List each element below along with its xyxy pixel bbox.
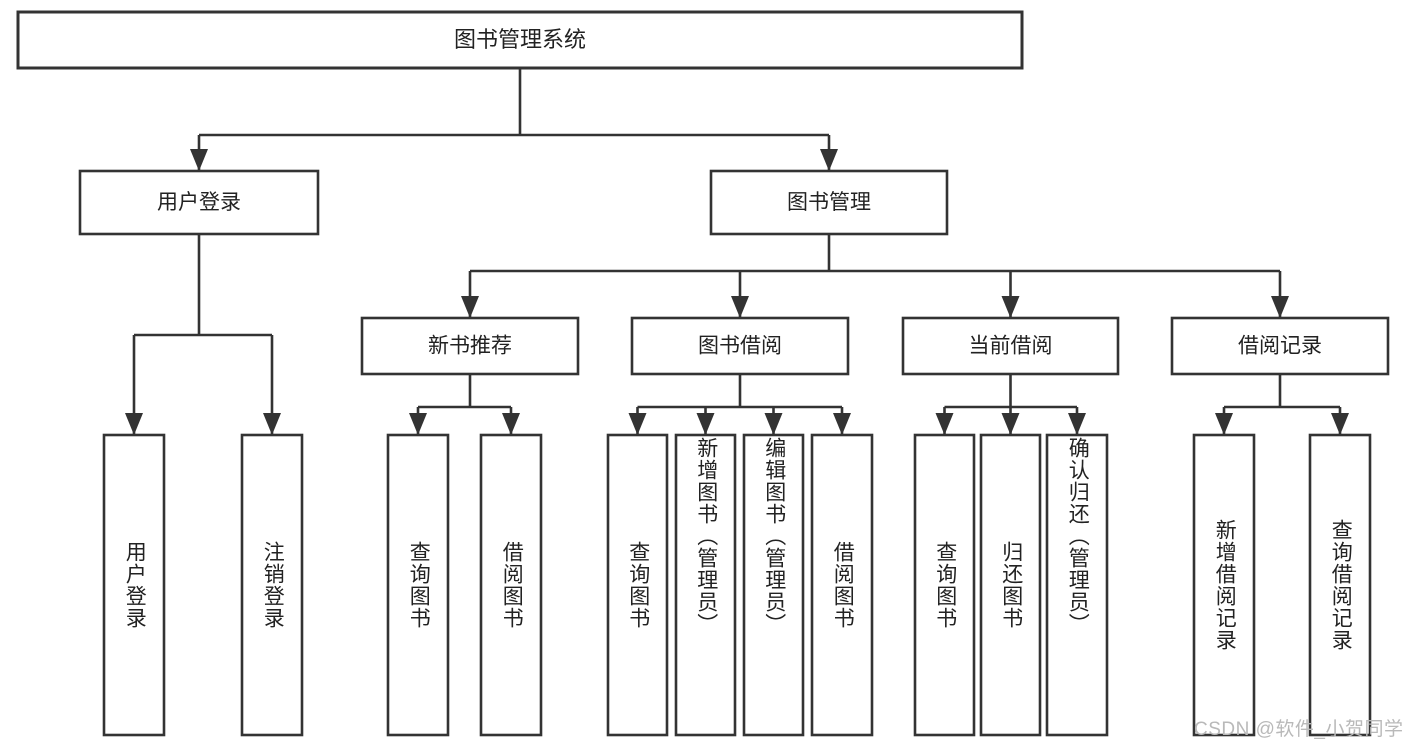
node-book-borrow[interactable]: 图书借阅 bbox=[630, 316, 850, 376]
node-leaf-query-book-1[interactable]: 查询图书 bbox=[386, 433, 450, 737]
connector-lines bbox=[125, 68, 1349, 435]
node-box bbox=[901, 316, 1120, 376]
node-box bbox=[810, 433, 874, 737]
leaf-label-wrapper: 用户登录 bbox=[123, 541, 147, 629]
node-box bbox=[479, 433, 543, 737]
node-leaf-add-borrow-record[interactable]: 新增借阅记录 bbox=[1192, 433, 1256, 737]
node-book-manage[interactable]: 图书管理 bbox=[709, 169, 949, 236]
node-current-borrow[interactable]: 当前借阅 bbox=[901, 316, 1120, 376]
node-leaf-borrow-book-2[interactable]: 借阅图书 bbox=[810, 433, 874, 737]
node-leaf-borrow-book-1[interactable]: 借阅图书 bbox=[479, 433, 543, 737]
node-leaf-logout-login[interactable]: 注销登录 bbox=[240, 433, 304, 737]
leaf-label: 查询图书 bbox=[626, 541, 650, 629]
node-box bbox=[240, 433, 304, 737]
node-borrow-record[interactable]: 借阅记录 bbox=[1170, 316, 1390, 376]
node-box bbox=[630, 316, 850, 376]
node-leaf-confirm-return-admin[interactable]: 确认归还（管理员） bbox=[1045, 433, 1109, 737]
leaf-label-wrapper: 借阅图书 bbox=[831, 541, 855, 629]
node-label: 用户登录 bbox=[157, 191, 241, 214]
node-label: 新书推荐 bbox=[428, 335, 512, 358]
node-new-book-recommend[interactable]: 新书推荐 bbox=[360, 316, 580, 376]
leaf-label: 借阅图书 bbox=[831, 541, 855, 629]
node-leaf-edit-book-admin[interactable]: 编辑图书（管理员） bbox=[742, 433, 805, 737]
node-user-login[interactable]: 用户登录 bbox=[78, 169, 320, 236]
node-box bbox=[1045, 433, 1109, 737]
leaf-label: 确认归还（管理员） bbox=[1066, 437, 1090, 635]
leaf-label-wrapper: 查询图书 bbox=[626, 541, 650, 629]
node-box bbox=[360, 316, 580, 376]
leaf-label-wrapper: 新增图书（管理员） bbox=[694, 437, 718, 635]
node-box bbox=[674, 433, 737, 737]
node-box bbox=[606, 433, 669, 737]
node-box bbox=[78, 169, 320, 236]
leaf-label: 用户登录 bbox=[123, 541, 147, 629]
node-label: 图书借阅 bbox=[698, 335, 782, 358]
leaf-label: 借阅图书 bbox=[500, 541, 524, 629]
root-title: 图书管理系统 bbox=[454, 27, 586, 52]
node-label: 借阅记录 bbox=[1238, 335, 1322, 358]
leaf-label: 归还图书 bbox=[999, 541, 1023, 629]
leaf-label: 查询借阅记录 bbox=[1329, 519, 1353, 651]
leaf-label: 查询图书 bbox=[933, 541, 957, 629]
csdn-watermark: CSDN @软件_小贺同学 bbox=[1194, 719, 1404, 740]
node-leaf-return-book[interactable]: 归还图书 bbox=[979, 433, 1042, 737]
node-boxes: 图书管理系统用户登录图书管理新书推荐图书借阅当前借阅借阅记录用户登录注销登录查询… bbox=[16, 10, 1390, 737]
node-box bbox=[913, 433, 976, 737]
node-leaf-query-book-3[interactable]: 查询图书 bbox=[913, 433, 976, 737]
node-box bbox=[1308, 433, 1372, 737]
leaf-label-wrapper: 查询图书 bbox=[407, 541, 431, 629]
leaf-label: 注销登录 bbox=[261, 541, 285, 629]
node-box bbox=[1170, 316, 1390, 376]
node-box bbox=[386, 433, 450, 737]
node-leaf-query-borrow-record[interactable]: 查询借阅记录 bbox=[1308, 433, 1372, 737]
leaf-label-wrapper: 借阅图书 bbox=[500, 541, 524, 629]
leaf-label-wrapper: 查询图书 bbox=[933, 541, 957, 629]
leaf-label-wrapper: 编辑图书（管理员） bbox=[762, 437, 786, 635]
node-box bbox=[742, 433, 805, 737]
node-box bbox=[979, 433, 1042, 737]
leaf-label-wrapper: 新增借阅记录 bbox=[1213, 519, 1237, 651]
node-label: 当前借阅 bbox=[969, 335, 1053, 358]
leaf-label: 新增图书（管理员） bbox=[694, 437, 718, 635]
leaf-label: 新增借阅记录 bbox=[1213, 519, 1237, 651]
leaf-label-wrapper: 归还图书 bbox=[999, 541, 1023, 629]
node-label: 图书管理 bbox=[787, 191, 871, 214]
node-leaf-user-login[interactable]: 用户登录 bbox=[102, 433, 166, 737]
node-leaf-add-book-admin[interactable]: 新增图书（管理员） bbox=[674, 433, 737, 737]
node-box bbox=[16, 10, 1024, 70]
leaf-label: 编辑图书（管理员） bbox=[762, 437, 786, 635]
node-root[interactable]: 图书管理系统 bbox=[16, 10, 1024, 70]
node-box bbox=[102, 433, 166, 737]
leaf-label: 查询图书 bbox=[407, 541, 431, 629]
node-leaf-query-book-2[interactable]: 查询图书 bbox=[606, 433, 669, 737]
node-box bbox=[1192, 433, 1256, 737]
leaf-label-wrapper: 查询借阅记录 bbox=[1329, 519, 1353, 651]
leaf-label-wrapper: 注销登录 bbox=[261, 541, 285, 629]
node-box bbox=[709, 169, 949, 236]
leaf-label-wrapper: 确认归还（管理员） bbox=[1066, 437, 1090, 635]
